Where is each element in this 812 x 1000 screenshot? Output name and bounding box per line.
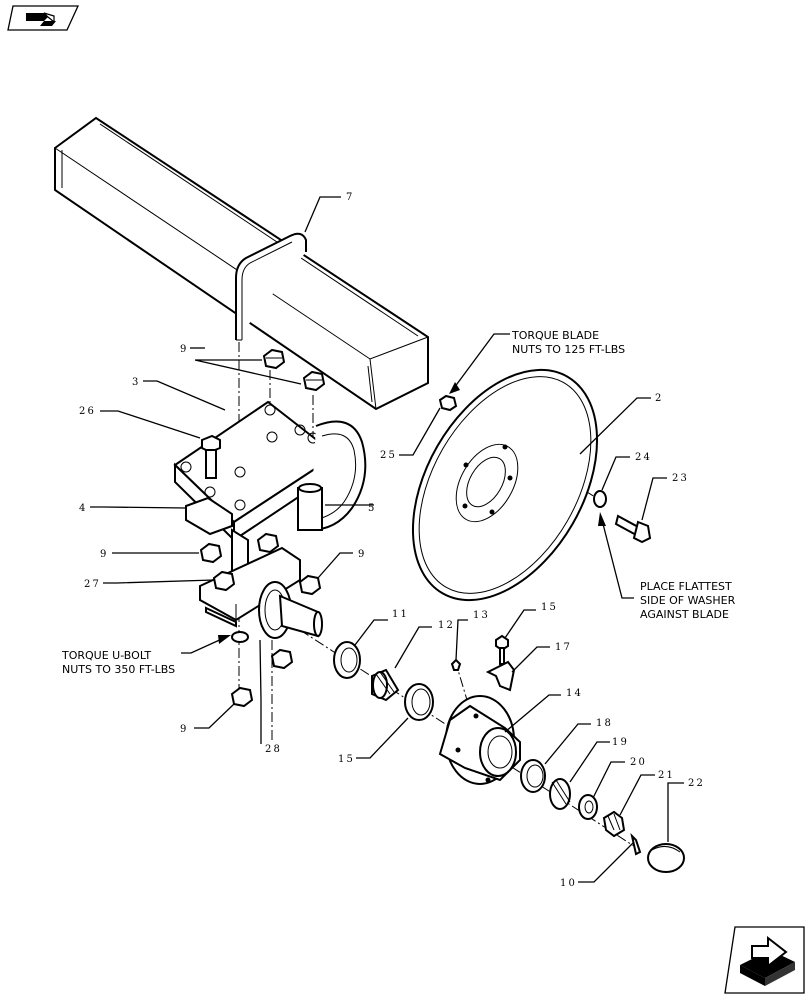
callout-12: 12 [438, 620, 455, 631]
seal-11 [333, 641, 361, 679]
spindle-mount-block [199, 546, 301, 628]
callout-20: 20 [630, 757, 647, 768]
callout-18: 18 [596, 718, 613, 729]
bearing-cone-12 [371, 668, 400, 702]
blade-bolt [614, 514, 652, 544]
svg-text:SIDE OF WASHER: SIDE OF WASHER [640, 594, 736, 607]
nut-9-upper-right [302, 370, 326, 392]
callout-22: 22 [688, 778, 705, 789]
nut-27 [212, 570, 236, 592]
bolt-15-small [495, 634, 509, 665]
callout-15: 15 [541, 602, 558, 613]
nut-9-upper-left [262, 348, 286, 370]
next-page-icon [740, 935, 795, 986]
bearing-cup-15 [404, 683, 434, 721]
nut-9-lower-left [199, 542, 223, 564]
callout-2: 2 [655, 393, 664, 404]
svg-text:AGAINST BLADE: AGAINST BLADE [640, 608, 729, 621]
svg-text:TORQUE U-BOLT: TORQUE U-BOLT [61, 649, 151, 662]
callout-4: 4 [79, 503, 88, 514]
callout-17: 17 [555, 642, 572, 653]
callout-13: 13 [473, 610, 490, 621]
callout-25: 25 [380, 450, 397, 461]
svg-text:PLACE FLATTEST: PLACE FLATTEST [640, 580, 732, 593]
bearing-cup-18 [520, 759, 546, 793]
callout-21: 21 [658, 770, 675, 781]
blade-nut [438, 394, 458, 412]
u-bolt [235, 232, 307, 341]
nut-9-lower-right [298, 574, 322, 596]
callout-14: 14 [566, 688, 583, 699]
grease-fitting-13 [450, 658, 462, 671]
svg-text:TORQUE BLADE: TORQUE BLADE [511, 329, 599, 342]
callout-5: 5 [368, 503, 377, 514]
callout-3: 3 [132, 377, 141, 388]
svg-text:NUTS TO 350 FT-LBS: NUTS TO 350 FT-LBS [62, 663, 175, 676]
hub-14 [438, 695, 521, 785]
callout-9: 9 [180, 344, 189, 355]
callout-10: 10 [560, 878, 577, 889]
bracket-17 [485, 660, 516, 692]
callout-23: 23 [672, 473, 689, 484]
coulter-blade [411, 368, 599, 602]
leader-lines [90, 196, 684, 883]
nut-9-bottom [230, 686, 254, 708]
callout-9: 9 [100, 549, 109, 560]
callout-27: 27 [84, 579, 101, 590]
callout-26: 26 [79, 406, 96, 417]
callout-11: 11 [392, 609, 409, 620]
bearing-cone-19 [549, 778, 571, 810]
spacer-pad [185, 496, 233, 536]
castle-nut-21 [602, 810, 626, 838]
nut-spindle [270, 648, 294, 670]
washer-20 [578, 794, 598, 820]
torque-u-bolt-note: TORQUE U-BOLT NUTS TO 350 FT-LBS [61, 649, 175, 676]
spindle [258, 581, 323, 639]
blade-washer [593, 490, 607, 508]
svg-text:NUTS TO 125 FT-LBS: NUTS TO 125 FT-LBS [512, 343, 625, 356]
previous-page-icon [26, 12, 56, 26]
callout-7: 7 [346, 192, 355, 203]
callout-labels: 7 9 3 26 4 5 9 9 27 9 28 11 12 15 13 15 … [79, 192, 705, 889]
callout-19: 19 [612, 737, 629, 748]
callout-28: 28 [265, 744, 282, 755]
washer-u-bolt [231, 631, 249, 643]
callout-9: 9 [358, 549, 367, 560]
next-page-button[interactable] [724, 926, 805, 994]
bolt-26 [201, 434, 221, 479]
previous-page-button[interactable] [7, 5, 80, 31]
nut-block-top [256, 532, 280, 554]
cotter-pin-10 [630, 832, 642, 856]
dust-cap-22 [647, 843, 685, 873]
callout-15: 15 [338, 754, 355, 765]
washer-orientation-note: PLACE FLATTEST SIDE OF WASHER AGAINST BL… [640, 580, 736, 621]
callout-9: 9 [180, 724, 189, 735]
torque-blade-note: TORQUE BLADE NUTS TO 125 FT-LBS [511, 329, 625, 356]
callout-24: 24 [635, 452, 652, 463]
